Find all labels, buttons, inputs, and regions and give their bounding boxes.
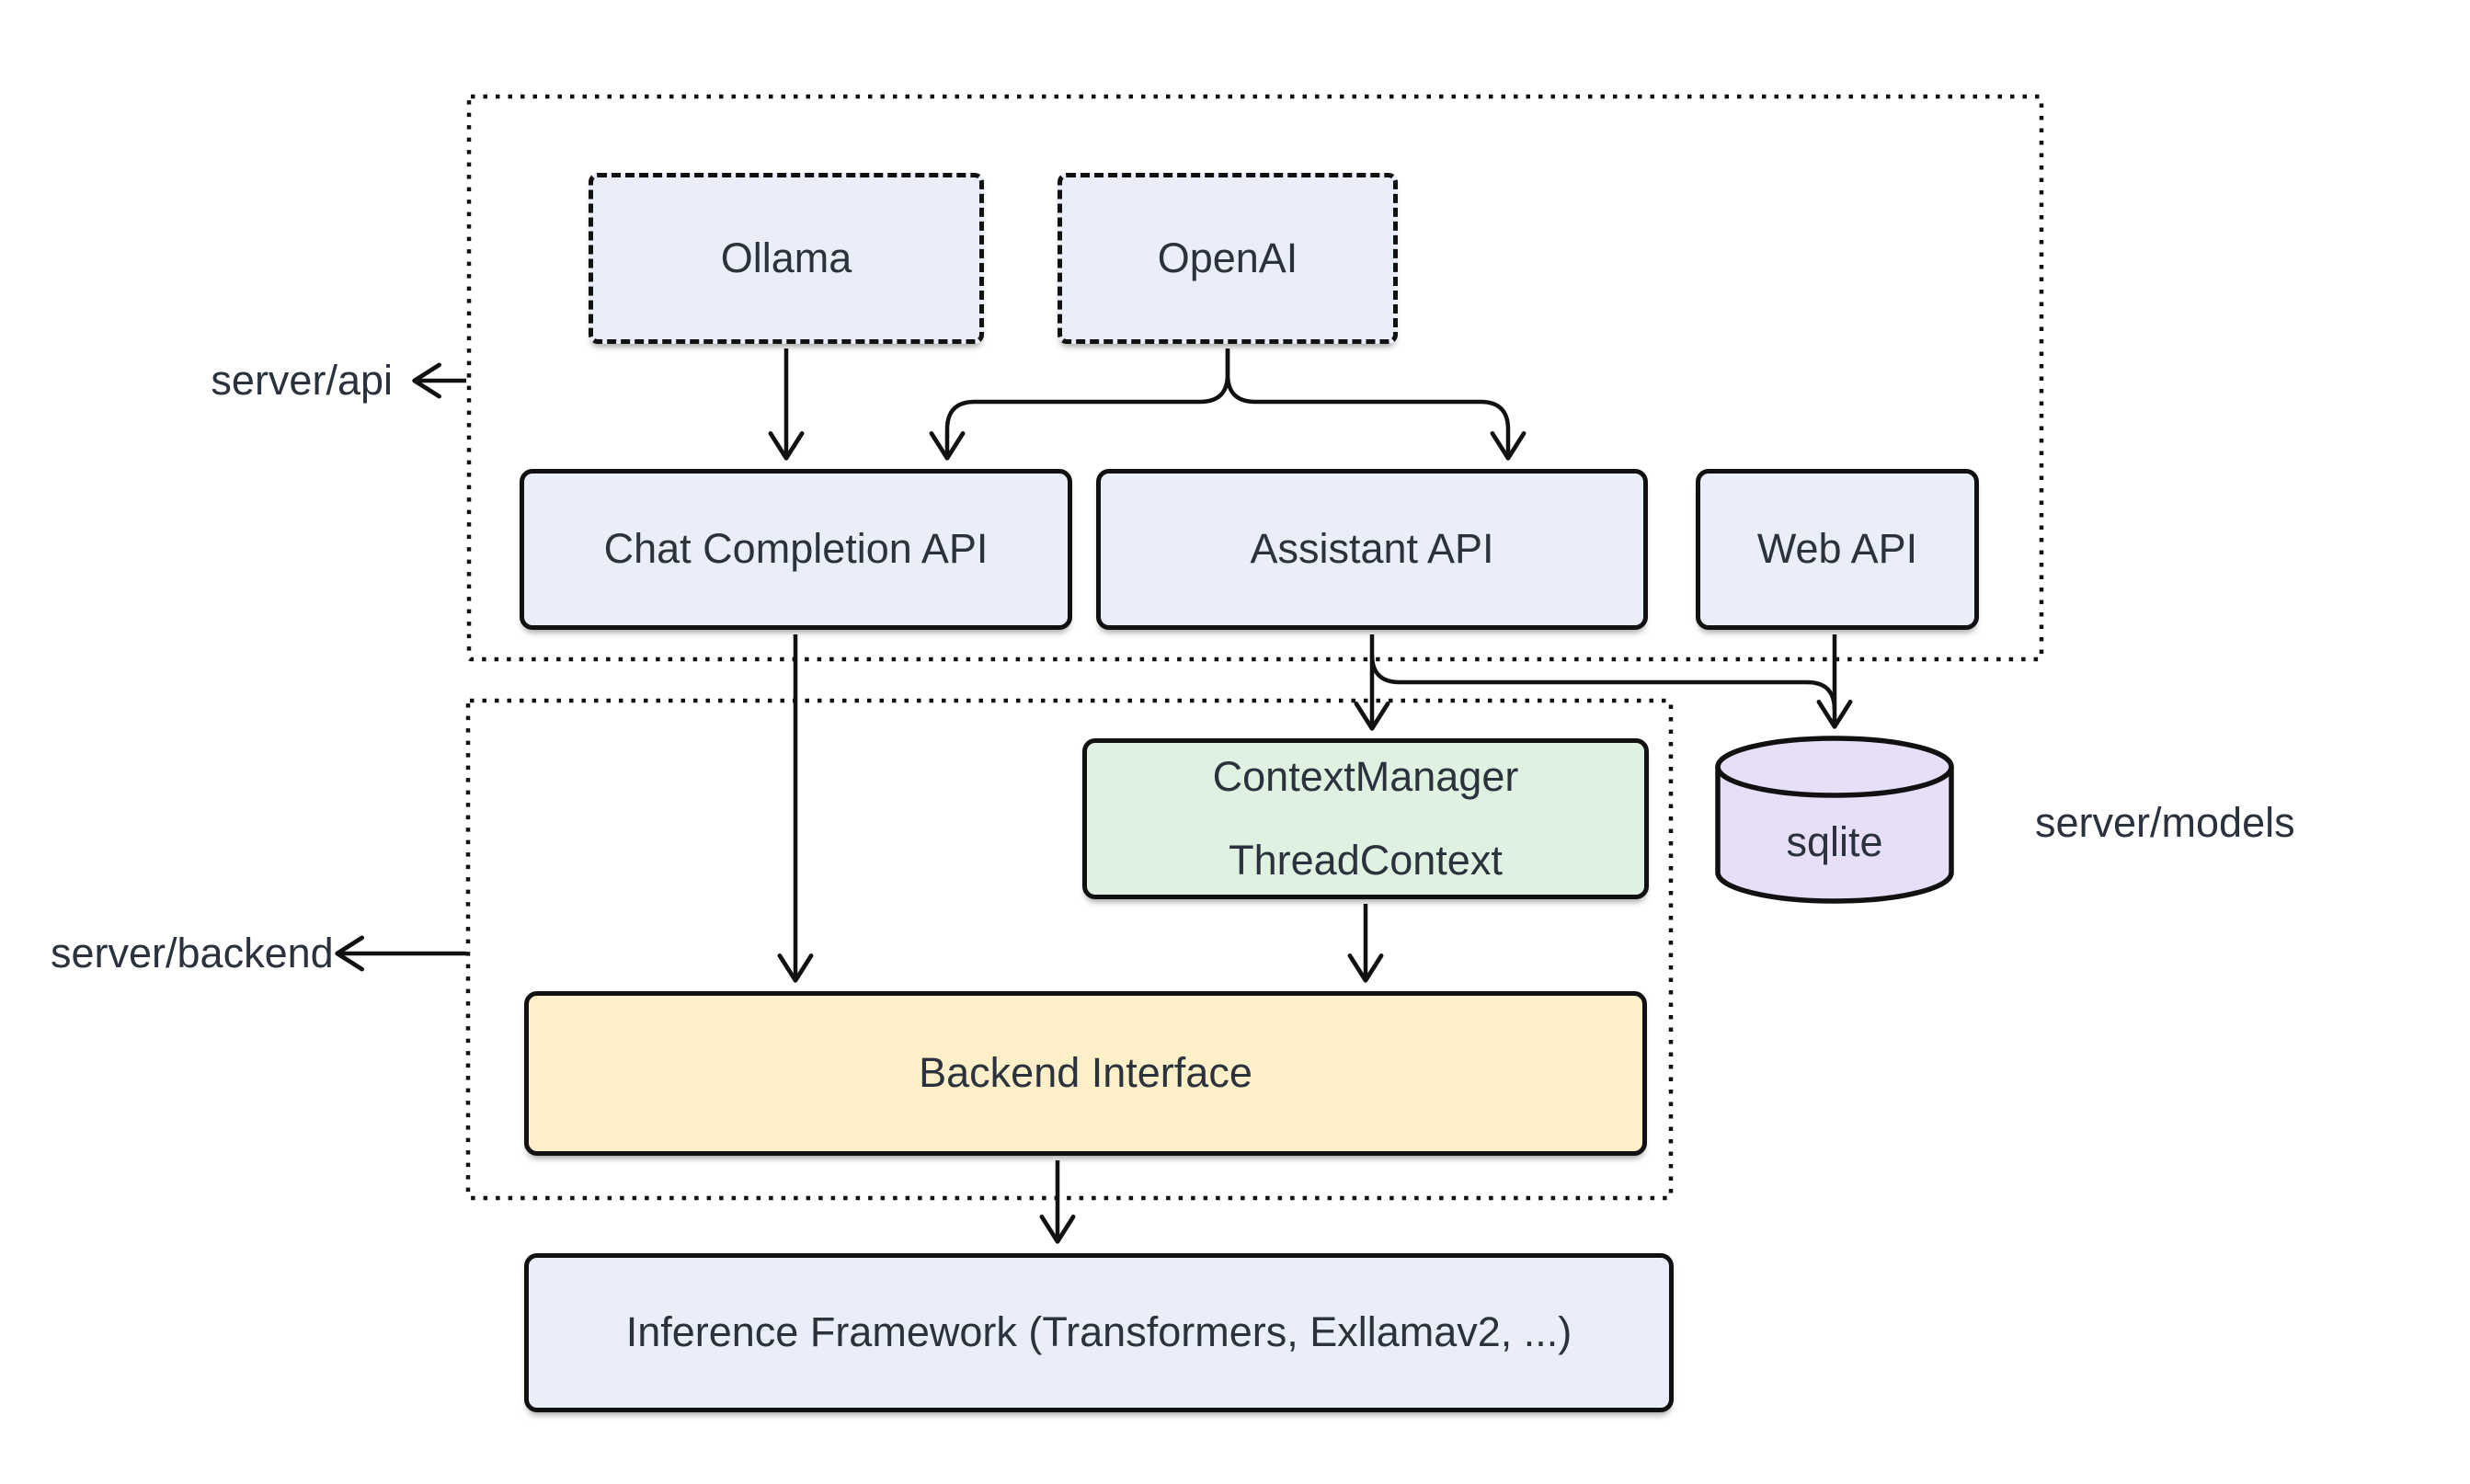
edge-openai-to-assistant [1225,348,1527,461]
edge-openai-to-chat-completion [929,348,1230,461]
node-ollama-label: Ollama [720,234,852,281]
group-server-api-border [466,94,2044,662]
group-server-api-label: server/api [211,357,393,404]
node-inference-framework-label: Inference Framework (Transformers, Exlla… [625,1308,1572,1356]
node-assistant-api: Assistant API [1096,469,1648,630]
node-context-manager: ContextManager ThreadContext [1082,738,1649,899]
node-assistant-api-label: Assistant API [1250,525,1494,573]
node-ollama: Ollama [589,173,984,344]
node-web-api: Web API [1696,469,1979,630]
group-server-backend-border [465,698,1674,1201]
node-context-manager-label-line1: ContextManager [1212,753,1519,801]
node-inference-framework: Inference Framework (Transformers, Exlla… [524,1253,1674,1412]
node-backend-interface: Backend Interface [524,991,1647,1156]
group-server-backend-label: server/backend [51,930,334,976]
sqlite-cylinder [1715,736,1954,904]
node-chat-completion-api-label: Chat Completion API [603,525,989,573]
node-web-api-label: Web API [1756,525,1918,573]
node-chat-completion-api: Chat Completion API [520,469,1072,630]
group-server-models-label: server/models [2035,799,2295,846]
node-openai: OpenAI [1058,173,1398,344]
node-backend-interface-label: Backend Interface [919,1049,1252,1097]
node-context-manager-label-line2: ThreadContext [1229,836,1503,884]
node-sqlite-label: sqlite [1786,818,1883,865]
node-openai-label: OpenAI [1157,234,1298,281]
edge-assistant-to-sqlite-branch [1369,654,1837,711]
